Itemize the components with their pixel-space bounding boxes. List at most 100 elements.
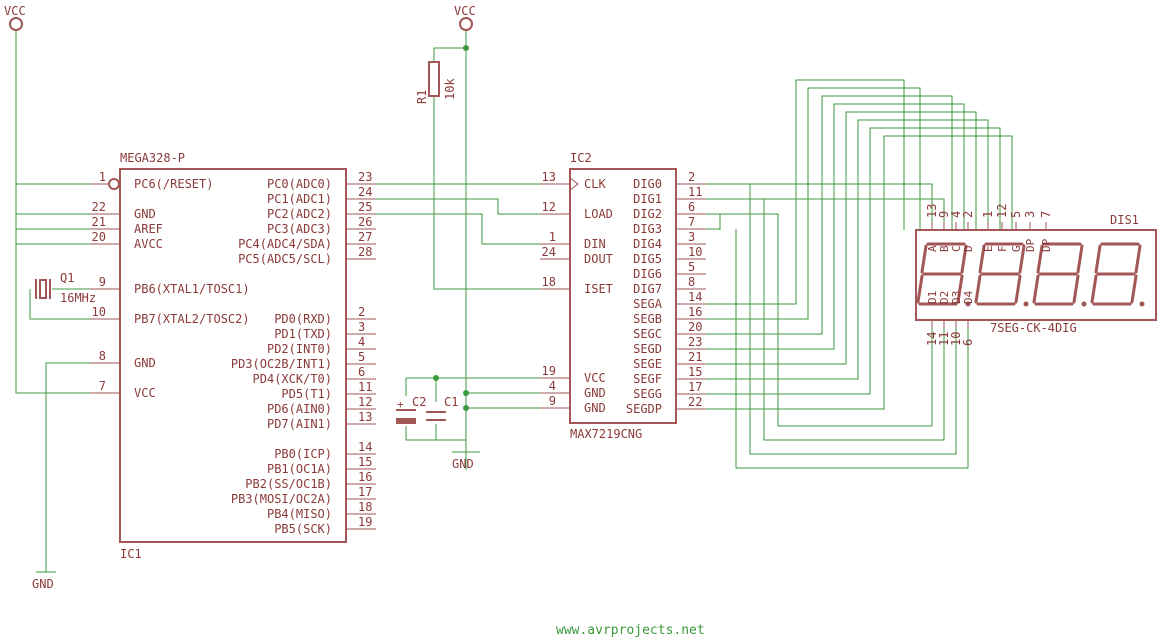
dis1-segment	[1018, 244, 1026, 274]
dis1-digit	[916, 242, 971, 307]
dis1-pin-number: 14	[925, 332, 939, 346]
ic2-pin-name: SEGE	[633, 357, 662, 371]
ic1-pin-number: 19	[358, 515, 372, 529]
ic2-pin-number: 4	[549, 379, 556, 393]
dis1-top-pin: 5G	[1009, 211, 1023, 252]
r1-value-label: 10k	[443, 78, 457, 100]
ic1-pin-name: PC5(ADC5/SCL)	[238, 252, 332, 266]
ic1-pin-name: PC0(ADC0)	[267, 177, 332, 191]
dis1-pin-name: D3	[950, 291, 963, 304]
vcc-top-label: VCC	[454, 4, 476, 18]
ic1-pin-number: 3	[358, 320, 365, 334]
ic1-pin-number: 15	[358, 455, 372, 469]
ic1-pin-name: PB7(XTAL2/TOSC2)	[134, 312, 250, 326]
ic1-pin-number: 9	[99, 275, 106, 289]
ic1-pin-name: VCC	[134, 386, 156, 400]
ic1-pin-name: PB3(MOSI/OC2A)	[231, 492, 332, 506]
dis1-top-pin: 4C	[949, 211, 963, 252]
dis1-pin-number: 1	[981, 211, 995, 218]
ic1-pin-number: 4	[358, 335, 365, 349]
ic1-pin-number: 1	[99, 170, 106, 184]
dis1-pin-name: DP	[1024, 238, 1037, 252]
ic2-pin-number: 23	[688, 335, 702, 349]
ic2-pin-number: 11	[688, 185, 702, 199]
ic2-pin-number: 16	[688, 305, 702, 319]
ic1-right-pins: 23PC0(ADC0)24PC1(ADC1)25PC2(ADC2)26PC3(A…	[231, 170, 376, 536]
ic2-pin-name: DIG5	[633, 252, 662, 266]
dis1-pin-number: 11	[937, 332, 951, 346]
ic1-pin-number: 21	[92, 215, 106, 229]
ic1-pin-number: 16	[358, 470, 372, 484]
net-wires	[15, 30, 1013, 573]
ic1-pin-number: 6	[358, 365, 365, 379]
dis1-segment	[1072, 274, 1080, 304]
ic1-pin-name: PB2(SS/OC1B)	[245, 477, 332, 491]
c2-ref-label: C2	[412, 395, 426, 409]
dis1-decimal-point	[1081, 301, 1087, 307]
ic1-pin-name: GND	[134, 356, 156, 370]
ic2-pin-name: DIG1	[633, 192, 662, 206]
ic1-pin-name: PB6(XTAL1/TOSC1)	[134, 282, 250, 296]
dis1-pin-number: 7	[1039, 211, 1053, 218]
dis1-pin-number: 3	[1023, 211, 1037, 218]
ic1-pin-number: 23	[358, 170, 372, 184]
capacitor-c2: + C2	[396, 395, 426, 424]
dis1-top-pin: 9B	[937, 211, 951, 252]
ic1-ref-label: IC1	[120, 547, 142, 561]
dis1-pin-number: 12	[995, 204, 1009, 218]
dis1-segment	[1090, 274, 1098, 304]
footer-url: www.avrprojects.net	[556, 623, 705, 638]
ic1-pin-name: PD4(XCK/T0)	[253, 372, 332, 386]
gnd-mid-label: GND	[452, 457, 474, 471]
ic2-pin-name: ISET	[584, 282, 613, 296]
dis1-digit	[1090, 242, 1145, 307]
ic2-pin-name: GND	[584, 386, 606, 400]
ic1-pin-number: 17	[358, 485, 372, 499]
dis1-pin-number: 9	[937, 211, 951, 218]
ic2-ref-label: IC2	[570, 151, 592, 165]
ic2-pin-number: 17	[688, 380, 702, 394]
ic1-pin-name: PD3(OC2B/INT1)	[231, 357, 332, 371]
dis1-pin-name: F	[996, 245, 1009, 252]
dis1-digit	[974, 242, 1029, 307]
ic1-pin-number: 25	[358, 200, 372, 214]
ic1-pin-number: 18	[358, 500, 372, 514]
ic1-pin-name: PC2(ADC2)	[267, 207, 332, 221]
dis1-digit-segments	[916, 242, 1145, 307]
ic2-pin-number: 13	[542, 170, 556, 184]
ic2-pin-number: 8	[688, 275, 695, 289]
ic1-pin-number: 8	[99, 349, 106, 363]
ic2-pin-name: DIG6	[633, 267, 662, 281]
ic1-pin-name: GND	[134, 207, 156, 221]
ic2-pin-number: 20	[688, 320, 702, 334]
dis1-segment	[1036, 244, 1044, 274]
dis1-segment	[960, 244, 968, 274]
ic2-pin-number: 9	[549, 394, 556, 408]
ic1-pin-name: AREF	[134, 222, 163, 236]
ic1-pin-name: PD2(INT0)	[267, 342, 332, 356]
ic1-pin-name: PB4(MISO)	[267, 507, 332, 521]
ic1-pin-number: 20	[92, 230, 106, 244]
